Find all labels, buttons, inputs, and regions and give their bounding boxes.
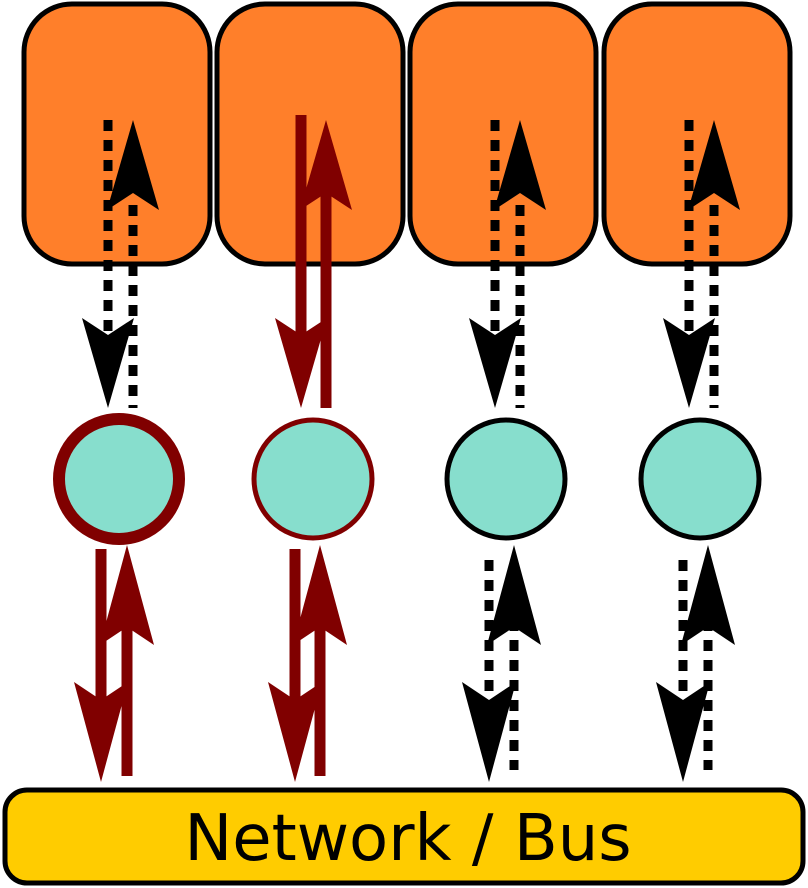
link-processor-node-1 bbox=[82, 120, 159, 408]
processor-box-4 bbox=[601, 1, 793, 267]
link-node-bus-1 bbox=[74, 545, 154, 782]
arrowhead-up bbox=[688, 120, 740, 210]
node-row bbox=[53, 413, 762, 545]
processor-row bbox=[21, 1, 793, 267]
node-1 bbox=[53, 413, 185, 545]
arrowhead-up bbox=[681, 545, 735, 645]
link-processor-node-3 bbox=[469, 120, 546, 408]
processor-box-2 bbox=[214, 1, 406, 267]
node-bus-links bbox=[74, 545, 735, 782]
node-4 bbox=[638, 417, 762, 541]
arrowhead-down bbox=[268, 682, 322, 782]
arrowhead-up bbox=[300, 120, 352, 210]
arrowhead-down bbox=[656, 682, 710, 782]
arrowhead-down bbox=[275, 318, 327, 408]
processor-box-3 bbox=[407, 1, 599, 267]
arrowhead-down bbox=[462, 682, 516, 782]
arrowhead-up bbox=[100, 545, 154, 645]
arrowhead-up bbox=[494, 120, 546, 210]
arrowhead-up bbox=[487, 545, 541, 645]
link-node-bus-4 bbox=[656, 545, 735, 782]
link-node-bus-3 bbox=[462, 545, 541, 782]
processor-box-1 bbox=[21, 1, 213, 267]
node-2 bbox=[251, 417, 375, 541]
arrowhead-up bbox=[293, 545, 347, 645]
network-bus: Network / Bus bbox=[2, 787, 806, 886]
link-node-bus-2 bbox=[268, 545, 347, 782]
arrowhead-up bbox=[107, 120, 159, 210]
link-processor-node-2 bbox=[275, 115, 352, 408]
node-3 bbox=[444, 417, 568, 541]
arrowhead-down bbox=[74, 682, 128, 782]
processor-node-links bbox=[82, 115, 740, 408]
bus-label: Network / Bus bbox=[184, 802, 631, 876]
arrowhead-down bbox=[663, 318, 715, 408]
bus-bar bbox=[2, 787, 806, 886]
link-processor-node-4 bbox=[663, 120, 740, 408]
arrowhead-down bbox=[82, 318, 134, 408]
arrowhead-down bbox=[469, 318, 521, 408]
